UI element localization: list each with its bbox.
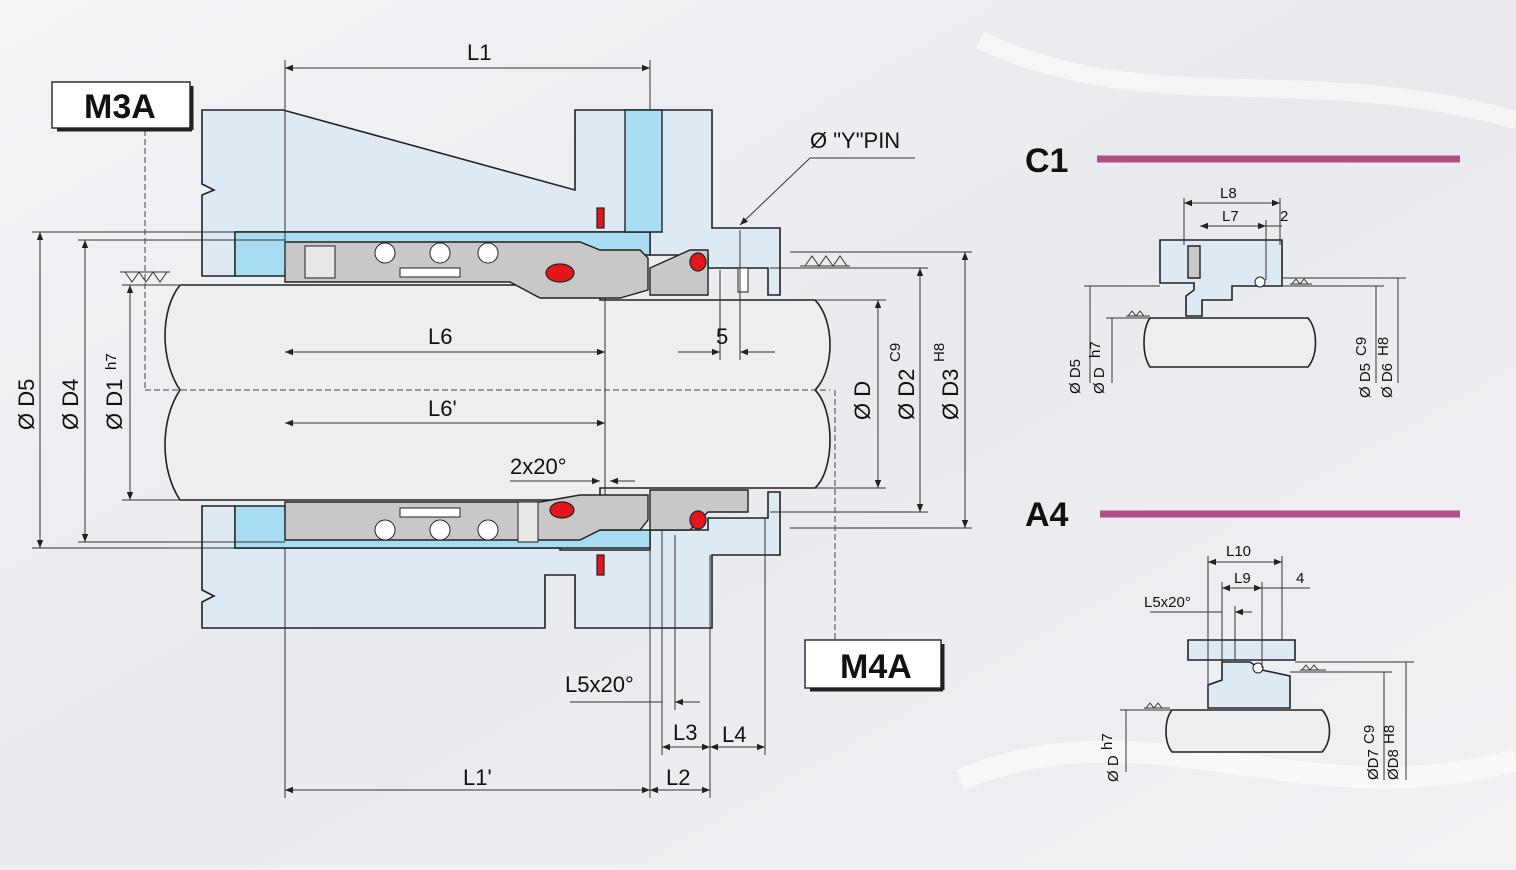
c1-l8: L8 (1220, 185, 1237, 202)
o-ring-upper (545, 263, 575, 283)
a4-d7-tol: C9 (1361, 725, 1378, 744)
svg-text:M3A: M3A (84, 88, 156, 126)
tag-m4a: M4A (804, 639, 945, 692)
label-d1-tol: h7 (103, 353, 120, 370)
a4-four: 4 (1296, 570, 1304, 587)
c1-d5b-tol: C9 (1353, 337, 1370, 356)
a4-d-tol: h7 (1099, 733, 1116, 750)
o-ring-lower-2 (689, 510, 707, 530)
label-d3: Ø D3 (938, 369, 963, 420)
housing-lower (201, 491, 781, 629)
label-chamfer1: 2x20° (510, 454, 567, 479)
label-chamfer2: L5x20° (565, 672, 634, 697)
a4-l10: L10 (1226, 543, 1251, 560)
c1-d: Ø D (1091, 367, 1108, 394)
a4-title: A4 (1025, 496, 1069, 534)
label-l3: L3 (673, 720, 697, 745)
label-d2-tol: C9 (887, 343, 904, 362)
label-d4: Ø D4 (58, 379, 83, 430)
c1-d6: Ø D6 (1379, 363, 1396, 398)
stationary-ring-lower (649, 489, 749, 531)
c1-d-tol: h7 (1087, 341, 1104, 358)
shaft (164, 284, 831, 501)
label-l2: L2 (666, 765, 690, 790)
o-ring-upper-2 (689, 252, 707, 272)
label-d1: Ø D1 (102, 379, 127, 430)
c1-title: C1 (1025, 142, 1068, 180)
tag-m3a: M3A (51, 81, 194, 132)
label-l1: L1 (467, 40, 491, 65)
a4-section: A4 L10 L9 4 L5x20° Ø D h7 ØD7 C9 ØD8 H8 (1025, 496, 1460, 782)
spring-balls-upper (304, 242, 499, 279)
a4-l9: L9 (1234, 570, 1251, 587)
a4-d8: ØD8 (1385, 749, 1402, 780)
main-dimensions (32, 60, 972, 798)
c1-d5b: Ø D5 (1357, 363, 1374, 398)
main-labels: L1 L6 L6' 5 2x20° L5x20° L1' L2 L3 L4 Ø … (14, 40, 963, 790)
svg-text:M4A: M4A (840, 648, 912, 686)
label-pin: Ø "Y"PIN (810, 128, 900, 153)
a4-top-ring (1187, 639, 1296, 661)
main-assembly (164, 109, 831, 629)
gasket-lower (596, 554, 605, 576)
label-l6: L6 (428, 324, 452, 349)
c1-d5: Ø D5 (1067, 359, 1084, 394)
a4-shaft (1165, 709, 1331, 753)
c1-d6-tol: H8 (1375, 337, 1392, 356)
c1-two: 2 (1280, 208, 1288, 225)
seal-ring-lower (284, 494, 649, 541)
c1-section: C1 L8 L7 2 Ø D5 Ø D h7 Ø D5 C9 Ø D6 H8 (1025, 142, 1460, 398)
label-l1p: L1' (463, 765, 492, 790)
o-ring-lower (549, 501, 575, 519)
label-five: 5 (716, 324, 728, 349)
c1-shaft (1143, 317, 1317, 368)
label-l6p: L6' (428, 396, 457, 421)
a4-d8-tol: H8 (1381, 725, 1398, 744)
a4-l5: L5x20° (1144, 594, 1191, 611)
label-d2: Ø D2 (894, 369, 919, 420)
label-d5: Ø D5 (14, 379, 39, 430)
label-d: Ø D (850, 381, 875, 420)
spring-balls-lower (374, 501, 539, 543)
gasket-upper (596, 207, 605, 229)
a4-d: Ø D (1105, 755, 1122, 782)
label-l4: L4 (722, 722, 746, 747)
pin-channel (624, 109, 663, 233)
y-pin (737, 267, 749, 293)
a4-d7: ØD7 (1365, 749, 1382, 780)
label-d3-tol: H8 (931, 343, 948, 362)
c1-l7: L7 (1222, 208, 1239, 225)
